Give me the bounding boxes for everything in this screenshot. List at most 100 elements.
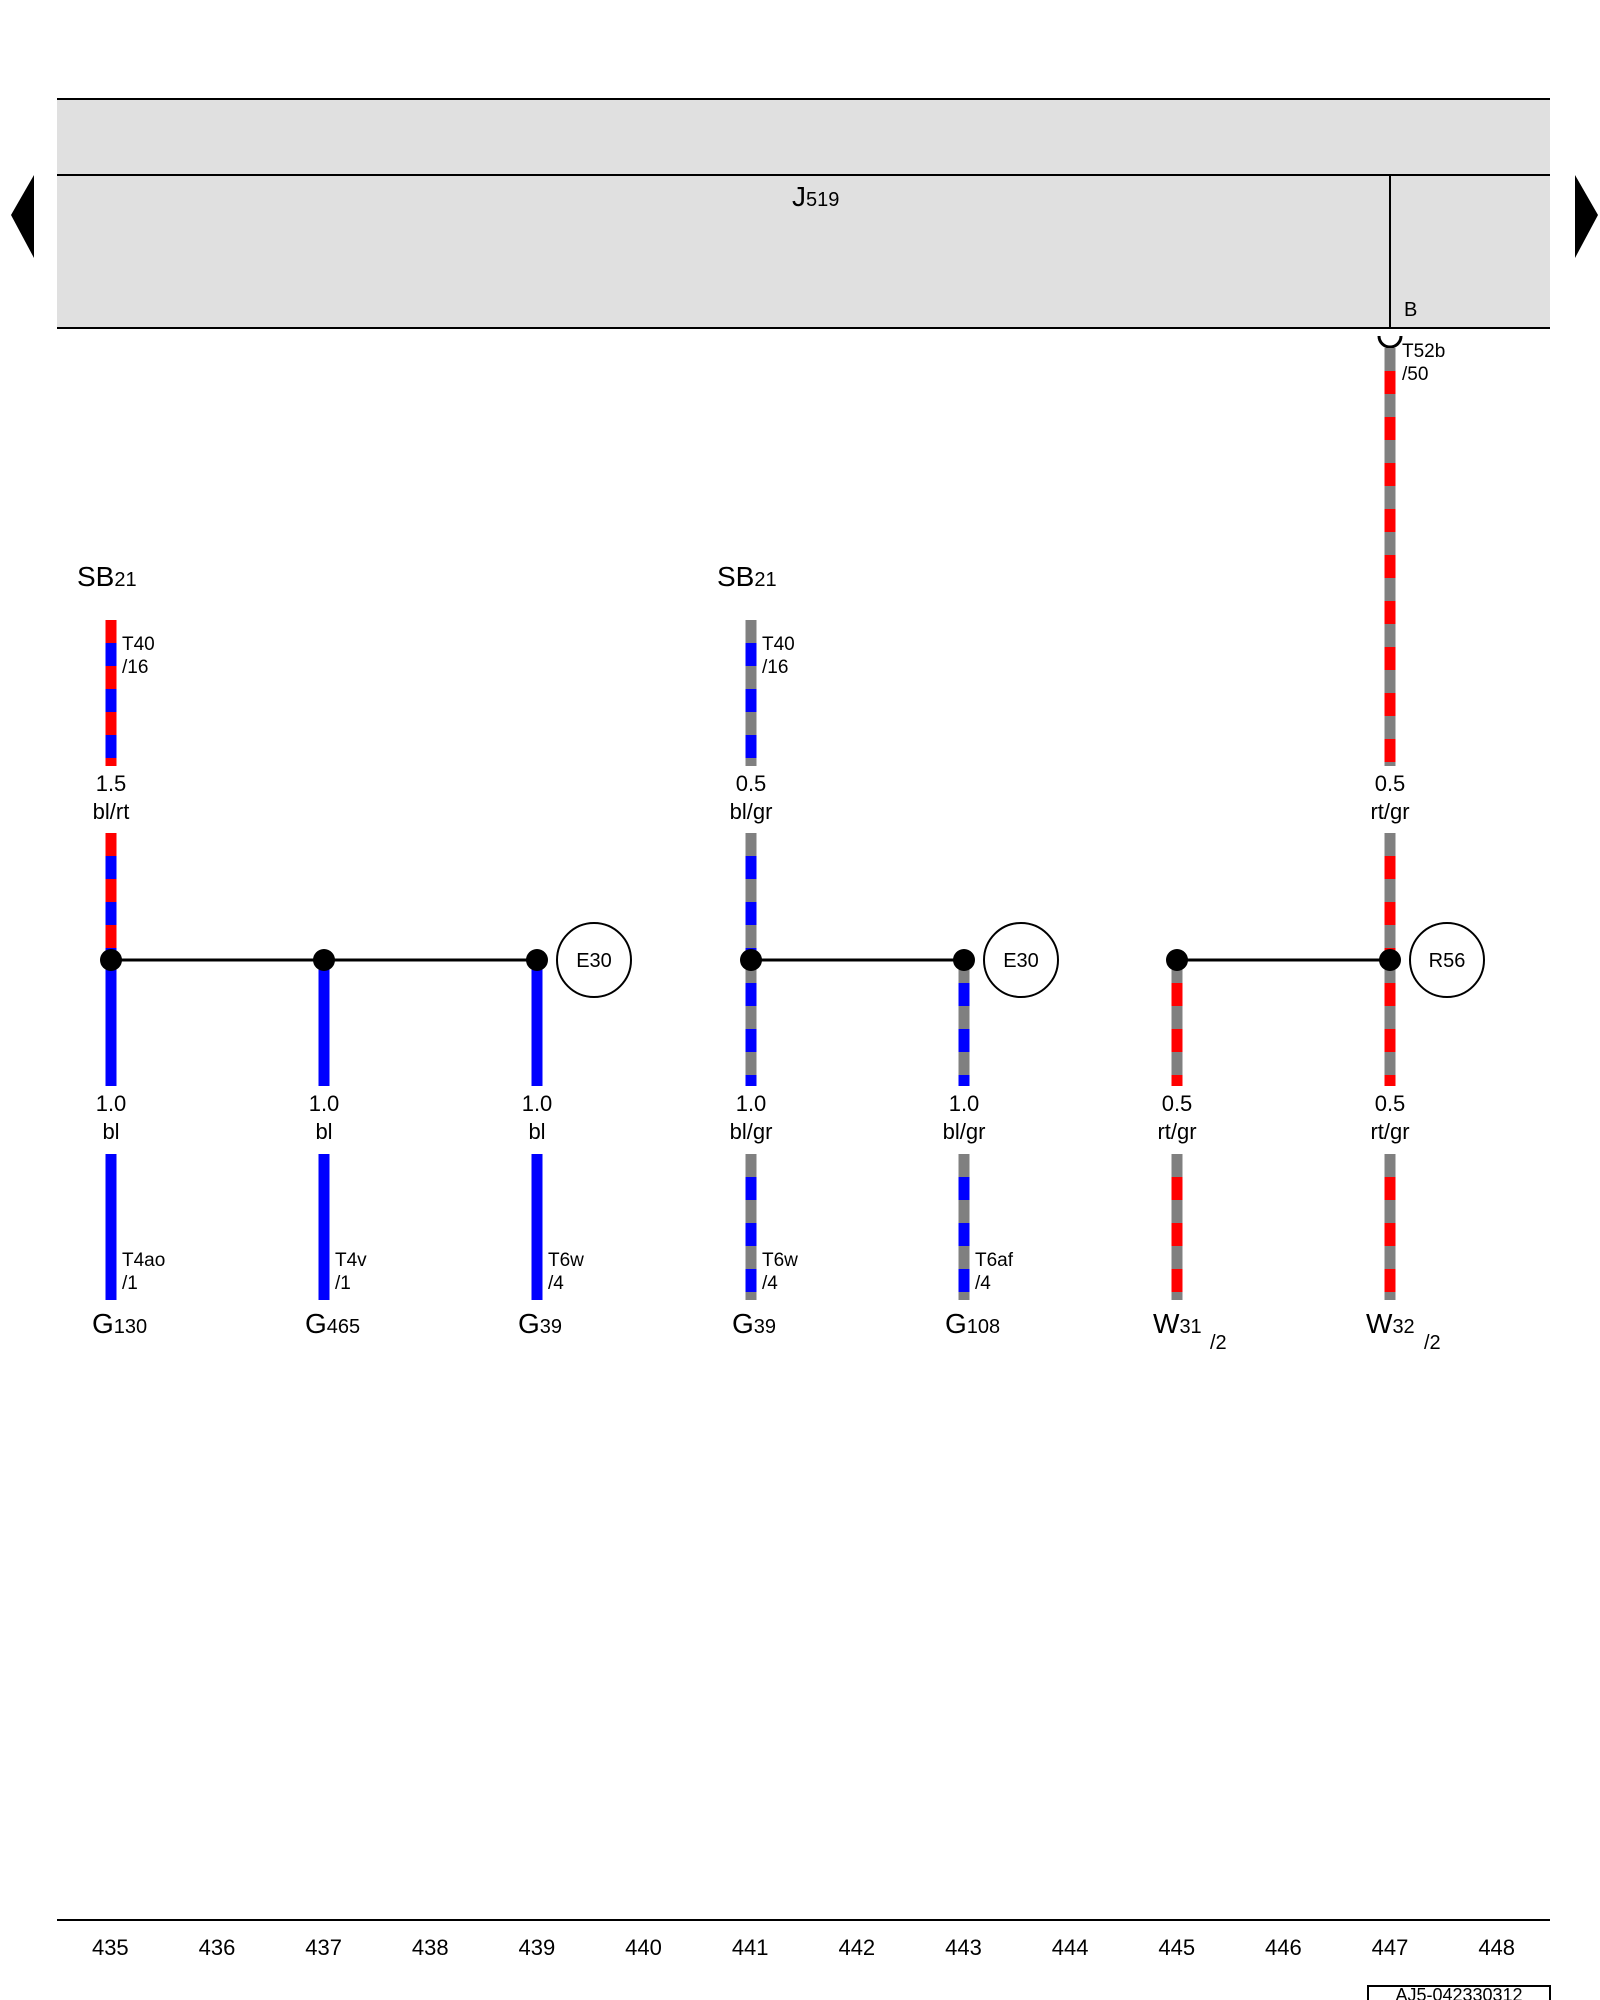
wire-feed-right-lower [1384,833,1396,960]
wire-size-fuse-2: 0.5 [736,771,767,796]
connector-pin: /4 [548,1273,564,1294]
connector-name: T6w [762,1250,798,1271]
column-number: 444 [1052,1935,1089,1960]
component-label: G39 [518,1308,562,1339]
wire-branch-4-upper [745,960,757,1086]
junction-dot [100,949,122,971]
junction-dot [740,949,762,971]
wire-color: bl/gr [730,1119,773,1144]
wire-segments [105,348,1396,1300]
wire-fuse-2-lower [745,833,757,960]
branch-3: 1.0 bl T6w /4 G39 [518,1091,584,1339]
wire-branch-2-lower [318,1154,330,1300]
wire-branch-1-lower [105,1154,117,1300]
wire-branch-3-upper [531,960,543,1086]
wire-color: bl/gr [943,1119,986,1144]
junction-dot [1166,949,1188,971]
wire-size: 1.0 [309,1091,340,1116]
ref-circle-r56 [1409,922,1485,998]
wire-color-fuse-2: bl/gr [730,799,773,824]
wire-fuse-2-upper [745,620,757,766]
column-number: 440 [625,1935,662,1960]
ref-circle-label-1: E30 [576,950,612,972]
wire-branch-5-upper [958,960,970,1086]
column-number: 441 [732,1935,769,1960]
connector-pin: /1 [335,1273,351,1294]
fuse-label-2: SB21 [717,561,777,592]
pin-b-label: B [1404,299,1417,321]
branch-4: 1.0 bl/gr T6w /4 G39 [730,1091,799,1339]
connector-name: T6w [548,1250,584,1271]
wire-color-feed-right: rt/gr [1370,799,1409,824]
wire-color-fuse-1: bl/rt [93,799,130,824]
wire-size: 0.5 [1162,1091,1193,1116]
column-number: 442 [838,1935,875,1960]
component-label: G130 [92,1308,147,1339]
branch-5: 1.0 bl/gr T6af /4 G108 [943,1091,1014,1339]
column-number: 436 [199,1935,236,1960]
wire-branch-5-lower [958,1154,970,1300]
wire-branch-7-lower [1384,1154,1396,1300]
column-number: 447 [1372,1935,1409,1960]
wire-branch-3-lower [531,1154,543,1300]
top-connector-name: T52b [1402,341,1445,362]
column-number: 443 [945,1935,982,1960]
junction-dot [1379,949,1401,971]
wire-branch-6-upper [1171,960,1183,1086]
wire-branch-4-lower [745,1154,757,1300]
junction-dot [313,949,335,971]
wire-size: 1.0 [522,1091,553,1116]
column-number: 448 [1478,1935,1515,1960]
component-label: G465 [305,1308,360,1339]
wire-fuse-1-lower [105,833,117,960]
wire-feed-right-upper [1384,348,1396,766]
column-number: 446 [1265,1935,1302,1960]
component-label: W32 [1366,1308,1415,1339]
fuse-label-1: SB21 [77,561,137,592]
wire-color: bl [315,1119,332,1144]
fuse-connector-1: T40 [122,634,155,655]
component-pin: /2 [1424,1332,1441,1354]
component-label: W31 [1153,1308,1202,1339]
top-connector-pin: /50 [1402,364,1428,385]
wire-fuse-1-upper [105,620,117,766]
column-number: 437 [305,1935,342,1960]
junction-dot [526,949,548,971]
next-page-arrow-icon[interactable] [1575,175,1598,258]
wire-color: bl [528,1119,545,1144]
component-label: G39 [732,1308,776,1339]
wire-color: rt/gr [1157,1119,1196,1144]
ref-circle-label-2: E30 [1003,950,1039,972]
prev-page-arrow-icon[interactable] [11,175,34,258]
wire-branch-7-upper [1384,960,1396,1086]
connector-pin: /4 [762,1273,778,1294]
column-number: 445 [1158,1935,1195,1960]
ref-circle-label-3: R56 [1429,950,1466,972]
connector-name: T4ao [122,1250,165,1271]
branch-1: 1.0 bl T4ao /1 G130 [92,1091,165,1339]
control-unit-panel [57,99,1550,328]
branch-6: 0.5 rt/gr W31 /2 [1153,1091,1227,1354]
wire-size: 1.0 [96,1091,127,1116]
wire-color: rt/gr [1370,1119,1409,1144]
wire-color: bl [102,1119,119,1144]
component-label: G108 [945,1308,1000,1339]
wire-size: 1.0 [949,1091,980,1116]
document-id-box [1367,1985,1551,2000]
column-number: 438 [412,1935,449,1960]
connector-name: T4v [335,1250,367,1271]
wire-branch-2-upper [318,960,330,1086]
fuse-pin-1: /16 [122,657,148,678]
wire-size-feed-right: 0.5 [1375,771,1406,796]
connector-pin: /4 [975,1273,991,1294]
connector-name: T6af [975,1250,1014,1271]
ref-circle-e30-1 [556,922,632,998]
ref-circle-e30-2 [983,922,1059,998]
document-id: AJ5-042330312 [1395,1985,1522,2000]
branch-7: 0.5 rt/gr W32 /2 [1366,1091,1441,1354]
wire-branch-1-upper [105,960,117,1086]
wire-size: 0.5 [1375,1091,1406,1116]
column-number: 435 [92,1935,129,1960]
